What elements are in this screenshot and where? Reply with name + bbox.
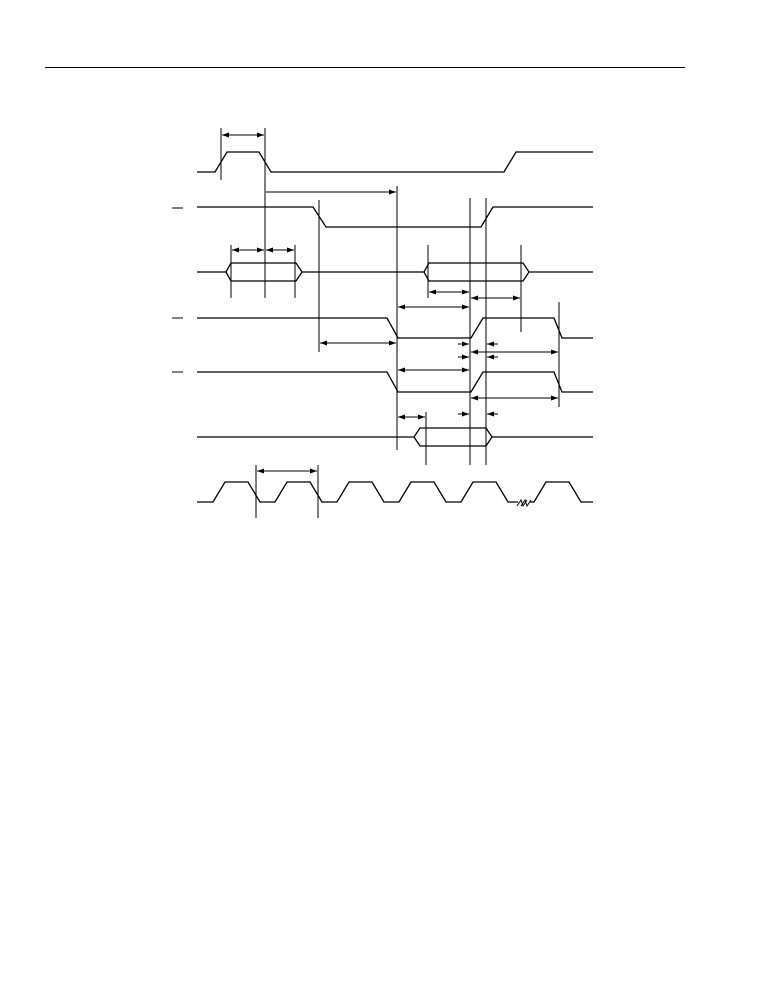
signal-6-bus xyxy=(197,427,593,447)
signal-4-waveform xyxy=(197,317,593,339)
clock-break-symbol xyxy=(516,498,532,508)
signal-1-waveform xyxy=(197,151,593,173)
signal-7-clock xyxy=(197,481,593,503)
page-header-rule xyxy=(45,67,685,68)
timing-dimension-arrows xyxy=(222,132,558,474)
signal-5-waveform xyxy=(197,371,593,393)
timing-reference-lines xyxy=(220,128,560,518)
signal-2-waveform xyxy=(197,206,593,228)
signal-3-bus xyxy=(197,262,593,282)
